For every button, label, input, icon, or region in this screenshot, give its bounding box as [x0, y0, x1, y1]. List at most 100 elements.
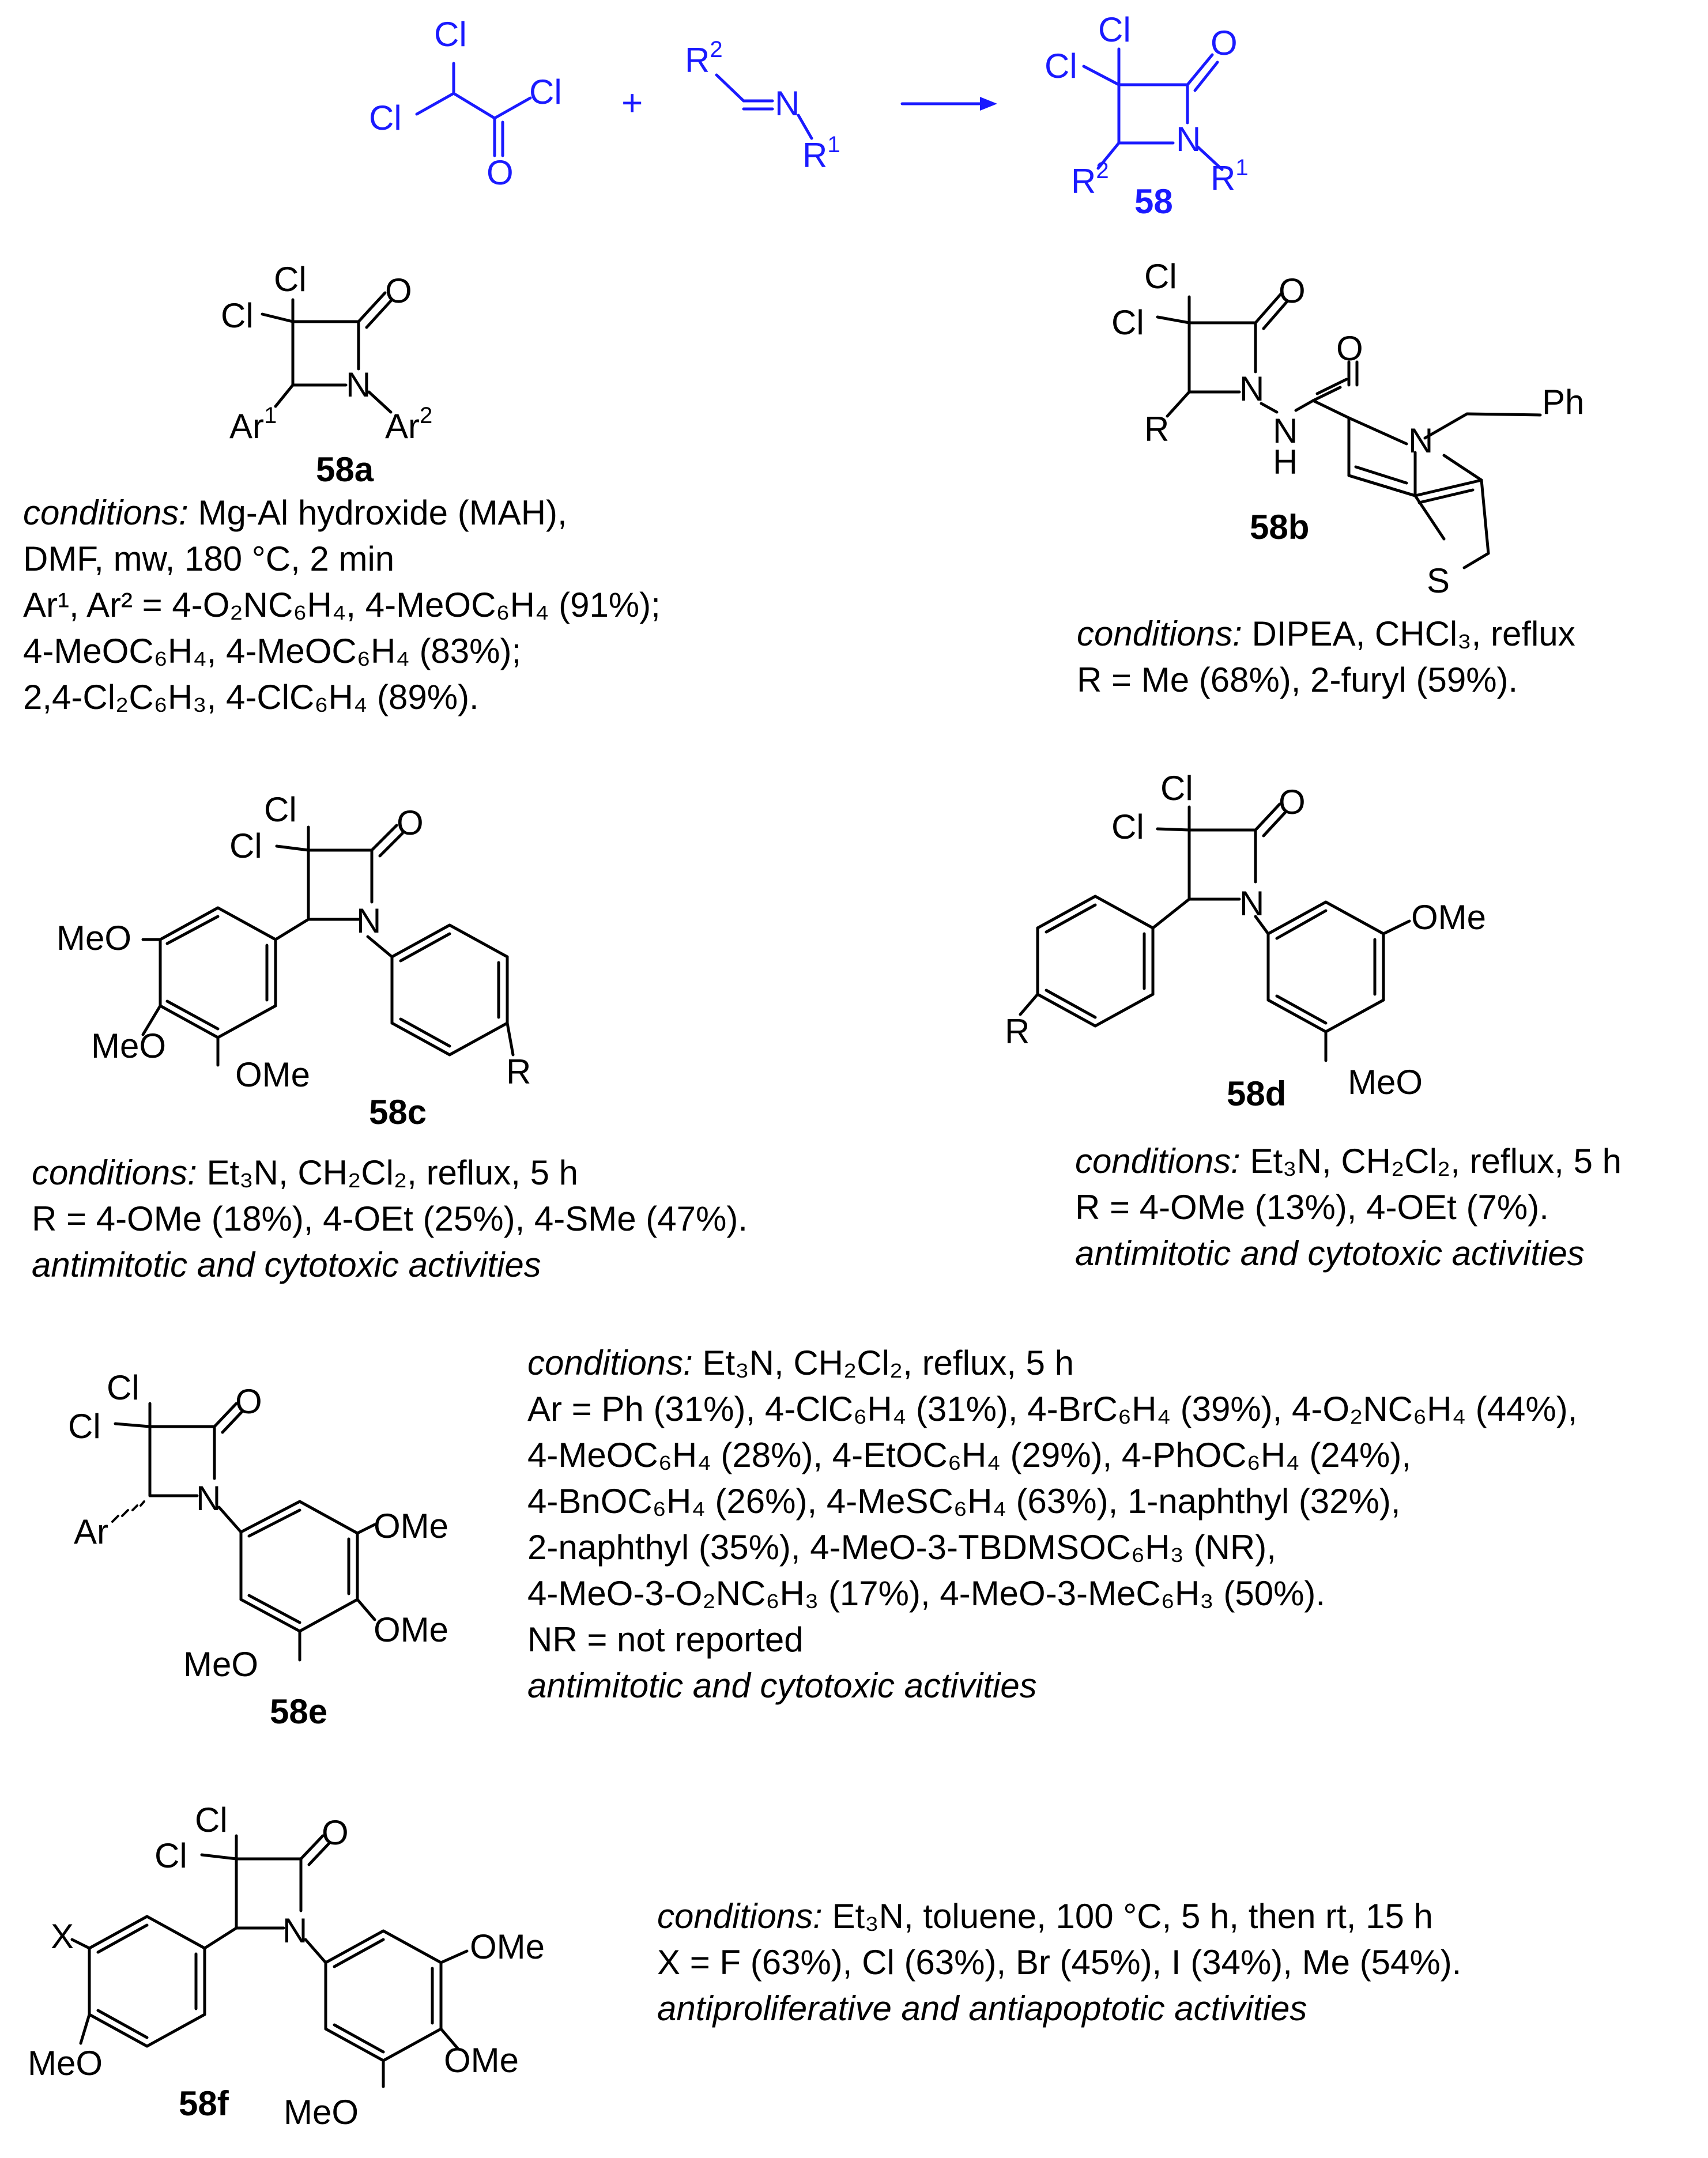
- reagent1-cl-left: Cl: [369, 99, 402, 137]
- reagent1-o: O: [487, 153, 514, 192]
- 58a-conditions-line2: DMF, mw, 180 °C, 2 min: [23, 540, 394, 578]
- 58e-activity: antimitotic and cytotoxic activities: [527, 1666, 1037, 1705]
- compound-58c-atoms: Cl Cl O N MeO MeO OMe R: [56, 790, 531, 1094]
- 58a-conditions-line3: Ar¹, Ar² = 4-O₂NC₆H₄, 4-MeOC₆H₄ (91%);: [23, 586, 661, 624]
- product-r2: R2: [1071, 158, 1109, 201]
- reagent-imine: [715, 73, 813, 140]
- compound-58d-text: 58d conditions: Et₃N, CH₂Cl₂, reflux, 5 …: [1075, 1074, 1622, 1273]
- 58f-ome-2: OMe: [444, 2041, 519, 2080]
- compound-58b-atoms: Cl Cl O O N N H N Ph R S: [1111, 257, 1584, 600]
- 58c-n: N: [356, 901, 381, 940]
- 58f-x: X: [51, 1917, 74, 1956]
- compound-58f-atoms: Cl Cl O N X MeO OMe OMe MeO: [28, 1801, 545, 2131]
- 58c-cl-top: Cl: [264, 790, 297, 829]
- 58b-conditions-line2: R = Me (68%), 2-furyl (59%).: [1077, 661, 1518, 699]
- 58d-r: R: [1005, 1012, 1030, 1051]
- compound-58a-structure: [261, 291, 393, 414]
- 58c-ome: OMe: [235, 1055, 310, 1094]
- 58a-o: O: [385, 271, 412, 310]
- compound-58e-structure: [111, 1402, 376, 1662]
- 58f-cl-left: Cl: [154, 1836, 187, 1875]
- 58e-conditions-line1: conditions: Et₃N, CH₂Cl₂, reflux, 5 h: [527, 1344, 1074, 1382]
- 58e-cl-top: Cl: [107, 1368, 139, 1407]
- 58a-conditions-line4: 4-MeOC₆H₄, 4-MeOC₆H₄ (83%);: [23, 632, 521, 670]
- 58d-conditions-line2: R = 4-OMe (13%), 4-OEt (7%).: [1075, 1188, 1549, 1227]
- 58c-activity: antimitotic and cytotoxic activities: [32, 1246, 541, 1284]
- 58e-ome-1: OMe: [374, 1507, 448, 1545]
- reaction-arrow: [900, 97, 997, 111]
- product-n: N: [1176, 120, 1201, 159]
- compound-58a-atoms: Cl Cl O N Ar1 Ar2: [221, 260, 432, 446]
- reagent2-n: N: [775, 84, 800, 123]
- 58c-meo-1: MeO: [56, 919, 131, 957]
- 58f-conditions-line1: conditions: Et₃N, toluene, 100 °C, 5 h, …: [657, 1897, 1433, 1936]
- 58e-conditions-line3: 4-MeOC₆H₄ (28%), 4-EtOC₆H₄ (29%), 4-PhOC…: [527, 1436, 1411, 1474]
- product-label: 58: [1134, 182, 1173, 221]
- product-beta-lactam: [1082, 47, 1224, 171]
- 58b-label: 58b: [1250, 508, 1309, 546]
- 58e-cl-left: Cl: [68, 1407, 101, 1446]
- 58b-n1: N: [1239, 369, 1264, 408]
- 58c-meo-2: MeO: [91, 1027, 166, 1065]
- 58e-label: 58e: [270, 1692, 327, 1731]
- 58b-o1: O: [1279, 271, 1306, 310]
- 58f-ome-1: OMe: [470, 1927, 545, 1966]
- compound-58c-text: 58c conditions: Et₃N, CH₂Cl₂, reflux, 5 …: [32, 1093, 748, 1284]
- 58f-cl-top: Cl: [195, 1801, 228, 1839]
- 58e-ome-2: OMe: [374, 1610, 448, 1649]
- reagent1-cl-right: Cl: [529, 73, 562, 111]
- compound-58d-atoms: Cl Cl O N OMe MeO R: [1005, 769, 1486, 1101]
- reagent-dichloroacetyl-chloride: [415, 62, 532, 157]
- 58e-n: N: [196, 1479, 221, 1518]
- 58c-label: 58c: [369, 1093, 427, 1131]
- 58f-label: 58f: [179, 2084, 229, 2123]
- 58b-cl-top: Cl: [1144, 257, 1177, 296]
- compound-58e-text: 58e conditions: Et₃N, CH₂Cl₂, reflux, 5 …: [270, 1344, 1577, 1731]
- 58b-ph: Ph: [1542, 383, 1584, 421]
- 58a-ar2: Ar2: [385, 403, 432, 446]
- 58b-o2: O: [1336, 329, 1363, 368]
- 58a-n: N: [346, 365, 371, 404]
- 58d-o: O: [1279, 783, 1306, 821]
- 58d-conditions-line1: conditions: Et₃N, CH₂Cl₂, reflux, 5 h: [1075, 1142, 1622, 1180]
- 58d-label: 58d: [1227, 1074, 1286, 1113]
- 58c-conditions-line2: R = 4-OMe (18%), 4-OEt (25%), 4-SMe (47%…: [32, 1199, 748, 1238]
- 58b-h: H: [1273, 443, 1298, 481]
- 58b-n3: N: [1408, 421, 1433, 460]
- 58f-n: N: [282, 1911, 307, 1950]
- 58e-ar: Ar: [74, 1512, 108, 1551]
- 58f-meo-1: MeO: [28, 2044, 103, 2082]
- 58a-conditions-line5: 2,4-Cl₂C₆H₃, 4-ClC₆H₄ (89%).: [23, 678, 479, 716]
- 58c-conditions-line1: conditions: Et₃N, CH₂Cl₂, reflux, 5 h: [32, 1153, 578, 1192]
- 58b-conditions-line1: conditions: DIPEA, CHCl₃, reflux: [1077, 614, 1575, 653]
- 58e-conditions-line4: 4-BnOC₆H₄ (26%), 4-MeSC₆H₄ (63%), 1-naph…: [527, 1482, 1401, 1521]
- 58e-conditions-line5: 2-naphthyl (35%), 4-MeO-3-TBDMSOC₆H₃ (NR…: [527, 1528, 1276, 1567]
- 58d-ome: OMe: [1411, 898, 1486, 937]
- 58b-cl-left: Cl: [1111, 303, 1144, 342]
- 58d-cl-left: Cl: [1111, 808, 1144, 846]
- product-r1: R1: [1211, 155, 1249, 198]
- 58f-o: O: [322, 1813, 349, 1852]
- 58d-meo: MeO: [1348, 1063, 1423, 1101]
- 58f-conditions-line2: X = F (63%), Cl (63%), Br (45%), I (34%)…: [657, 1943, 1461, 1982]
- 58d-cl-top: Cl: [1160, 769, 1193, 808]
- reaction-scheme: [415, 47, 1224, 171]
- product-cl-top: Cl: [1098, 10, 1131, 49]
- compound-58e-atoms: Cl Cl O N Ar OMe OMe MeO: [68, 1368, 448, 1684]
- 58e-conditions-line2: Ar = Ph (31%), 4-ClC₆H₄ (31%), 4-BrC₆H₄ …: [527, 1390, 1577, 1428]
- 58c-cl-left: Cl: [229, 827, 262, 865]
- reagent2-r1: R1: [802, 132, 840, 175]
- product-o: O: [1211, 24, 1238, 62]
- 58b-s: S: [1427, 561, 1450, 600]
- plus-sign: +: [621, 82, 643, 123]
- 58d-activity: antimitotic and cytotoxic activities: [1075, 1234, 1585, 1273]
- reaction-scheme-text: Cl Cl Cl O + R2 N R1 Cl Cl O N R2 R1 58: [369, 10, 1249, 221]
- 58e-o: O: [235, 1382, 262, 1421]
- compound-58b-text: 58b conditions: DIPEA, CHCl₃, reflux R =…: [1077, 508, 1575, 699]
- compound-58b-structure: [1156, 292, 1542, 569]
- 58a-label: 58a: [316, 450, 374, 489]
- 58e-conditions-line7: NR = not reported: [527, 1620, 804, 1659]
- compound-58a-text: 58a conditions: Mg-Al hydroxide (MAH), D…: [23, 450, 661, 716]
